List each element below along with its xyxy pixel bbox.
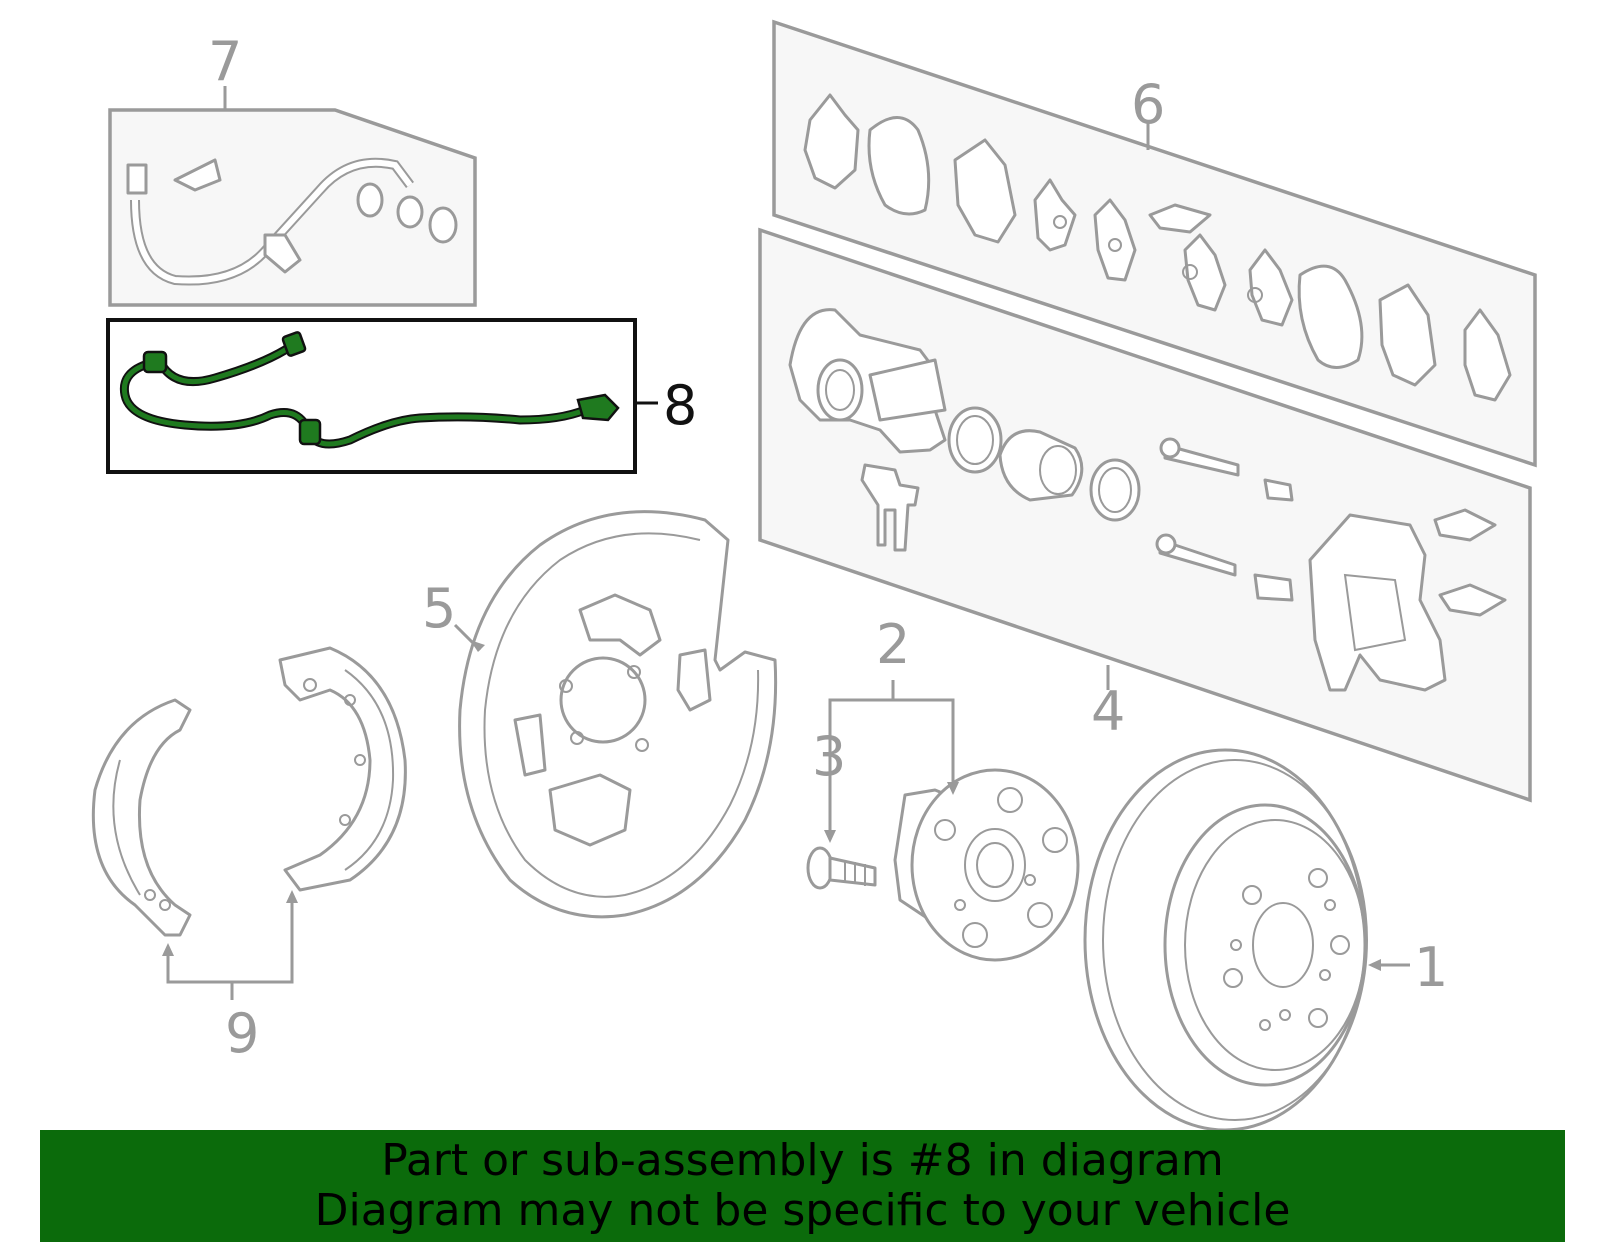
part-7-brake-hose[interactable] — [108, 86, 477, 307]
callout-5[interactable]: 5 — [422, 577, 456, 640]
callout-3[interactable]: 3 — [812, 725, 846, 788]
callout-8[interactable]: 8 — [663, 374, 697, 437]
part-8-wheel-speed-sensor[interactable] — [106, 318, 658, 474]
callout-6[interactable]: 6 — [1131, 73, 1165, 136]
part-4-caliper-kit[interactable] — [758, 227, 1532, 803]
part-9-parking-brake-shoes[interactable] — [91, 646, 407, 1000]
callout-9[interactable]: 9 — [225, 1002, 259, 1065]
callout-labels: 1 2 3 4 5 6 7 8 9 — [208, 30, 1448, 1065]
part-5-backing-plate[interactable] — [453, 510, 778, 919]
part-2-hub-bearing[interactable] — [828, 680, 1080, 962]
callout-4[interactable]: 4 — [1091, 680, 1125, 743]
part-3-wheel-stud[interactable] — [806, 830, 877, 890]
banner-line-2: Diagram may not be specific to your vehi… — [314, 1185, 1291, 1236]
part-6-pad-kit[interactable] — [772, 19, 1537, 468]
callout-7[interactable]: 7 — [208, 30, 242, 93]
callout-1[interactable]: 1 — [1414, 936, 1448, 999]
info-banner: Part or sub-assembly is #8 in diagram Di… — [40, 1130, 1565, 1242]
callout-2[interactable]: 2 — [876, 613, 910, 676]
part-1-brake-rotor[interactable] — [1083, 748, 1410, 1132]
banner-line-1: Part or sub-assembly is #8 in diagram — [381, 1135, 1224, 1186]
